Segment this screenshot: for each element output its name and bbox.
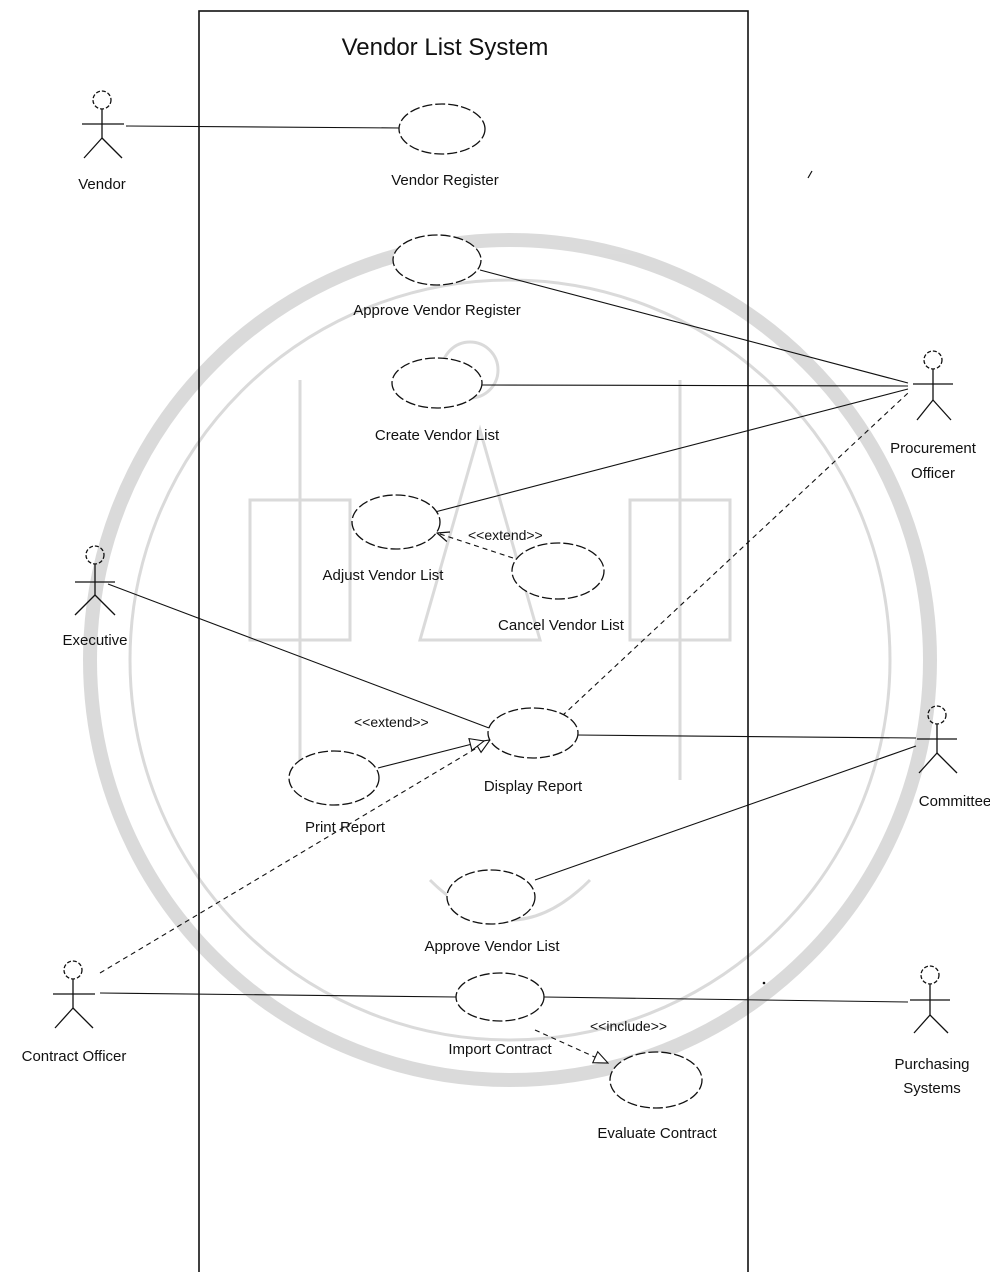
stray-dot	[762, 981, 766, 985]
relations	[99, 125, 917, 1063]
use-case-label: Approve Vendor List	[424, 938, 560, 955]
assoc-vendor-vendor-register	[125, 125, 401, 129]
actor-label: Purchasing	[894, 1056, 969, 1073]
system-boundary	[198, 10, 749, 1272]
actor-label: Officer	[911, 465, 955, 482]
use-case-display-report[interactable]	[487, 707, 579, 759]
use-cases: Vendor Register Approve Vendor Register …	[288, 103, 717, 1142]
include-label-import: <<include>>	[590, 1018, 667, 1034]
actor-stick-figure-icon	[82, 90, 124, 159]
system-title: Vendor List System	[342, 34, 549, 61]
use-case-label: Cancel Vendor List	[498, 617, 625, 634]
assoc-contract-officer-display-report	[99, 740, 490, 974]
use-case-print-report[interactable]	[288, 750, 380, 806]
use-case-approve-vendor-register[interactable]	[392, 234, 482, 286]
use-case-label: Approve Vendor Register	[353, 302, 521, 319]
assoc-purchasing-import-contract	[543, 996, 909, 1003]
actor-stick-figure-icon	[74, 545, 116, 616]
assoc-committee-display-report	[575, 734, 917, 739]
use-case-label: Evaluate Contract	[597, 1125, 717, 1142]
assoc-procurement-display-report	[561, 392, 909, 717]
actor-vendor[interactable]: Vendor	[78, 90, 126, 193]
actor-committee[interactable]: Committee	[917, 705, 990, 810]
actor-stick-figure-icon	[913, 350, 953, 421]
assoc-committee-approve-vendor-list	[534, 745, 917, 881]
use-case-label: Display Report	[484, 778, 583, 795]
actor-label: Contract Officer	[22, 1048, 127, 1065]
use-case-adjust-vendor-list[interactable]	[351, 494, 441, 550]
assoc-contract-officer-import-contract	[99, 992, 457, 998]
assoc-executive-display-report	[107, 583, 490, 729]
extend-label-print: <<extend>>	[354, 714, 429, 730]
extend-print-display	[377, 741, 484, 769]
actor-stick-figure-icon	[910, 965, 950, 1034]
actor-stick-figure-icon	[53, 960, 95, 1029]
include-import-evaluate	[534, 1029, 608, 1063]
use-case-vendor-register[interactable]	[398, 103, 486, 155]
actor-label: Procurement	[890, 440, 977, 457]
assoc-procurement-approve-vendor-register	[479, 269, 909, 384]
extend-label-cancel: <<extend>>	[468, 527, 543, 543]
stray-mark	[807, 170, 813, 179]
actor-label: Committee	[919, 793, 990, 810]
use-case-label: Vendor Register	[391, 172, 499, 189]
actor-procurement-officer[interactable]: Procurement Officer	[890, 350, 977, 482]
actor-contract-officer[interactable]: Contract Officer	[22, 960, 127, 1065]
actor-purchasing-systems[interactable]: Purchasing Systems	[894, 965, 970, 1097]
actor-executive[interactable]: Executive	[62, 545, 128, 649]
university-seal-watermark	[83, 233, 937, 1087]
use-case-evaluate-contract[interactable]	[609, 1051, 703, 1109]
use-case-cancel-vendor-list[interactable]	[511, 542, 605, 600]
use-case-create-vendor-list[interactable]	[391, 357, 483, 409]
use-case-approve-vendor-list[interactable]	[446, 869, 536, 925]
extend-cancel-adjust	[437, 533, 514, 559]
assoc-procurement-create-vendor-list	[481, 384, 909, 387]
actor-label: Executive	[62, 632, 127, 649]
use-case-import-contract[interactable]	[455, 972, 545, 1022]
use-case-label: Print Report	[305, 819, 386, 836]
actor-label: Vendor	[78, 176, 126, 193]
actor-stick-figure-icon	[917, 705, 958, 774]
actor-label: Systems	[903, 1080, 961, 1097]
use-case-label: Import Contract	[448, 1041, 552, 1058]
use-case-label: Create Vendor List	[375, 427, 500, 444]
assoc-procurement-adjust-vendor-list	[434, 388, 909, 513]
use-case-label: Adjust Vendor List	[323, 567, 445, 584]
